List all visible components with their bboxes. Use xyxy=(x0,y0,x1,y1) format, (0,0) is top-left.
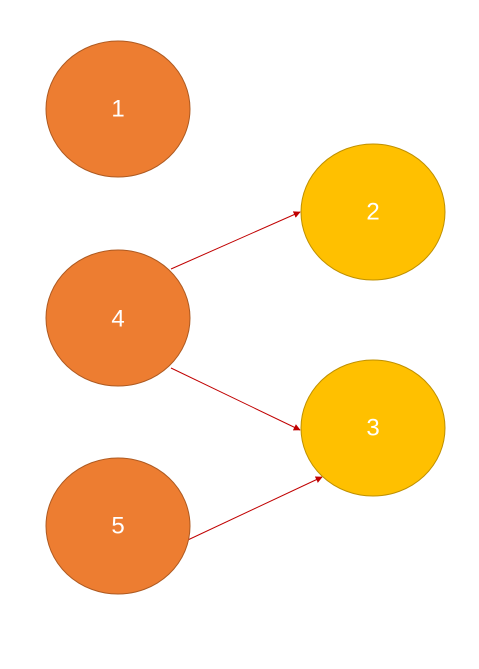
node-5-label: 5 xyxy=(111,512,124,539)
node-1-label: 1 xyxy=(111,95,124,122)
node-4[interactable]: 4 xyxy=(45,249,191,387)
node-3-circle xyxy=(300,359,446,497)
edge-5-to-3 xyxy=(174,476,323,547)
edges xyxy=(170,211,323,547)
node-2[interactable]: 2 xyxy=(300,143,446,281)
node-3-label: 3 xyxy=(366,414,379,441)
node-3[interactable]: 3 xyxy=(300,359,446,497)
edge-4-to-2 xyxy=(170,211,301,270)
edge-4-to-3 xyxy=(170,367,301,431)
node-4-label: 4 xyxy=(111,305,124,332)
node-2-circle xyxy=(300,143,446,281)
node-4-circle xyxy=(45,249,191,387)
node-5[interactable]: 5 xyxy=(45,457,191,595)
node-5-circle xyxy=(45,457,191,595)
node-2-label: 2 xyxy=(366,198,379,225)
node-1-circle xyxy=(45,40,191,178)
node-1[interactable]: 1 xyxy=(45,40,191,178)
